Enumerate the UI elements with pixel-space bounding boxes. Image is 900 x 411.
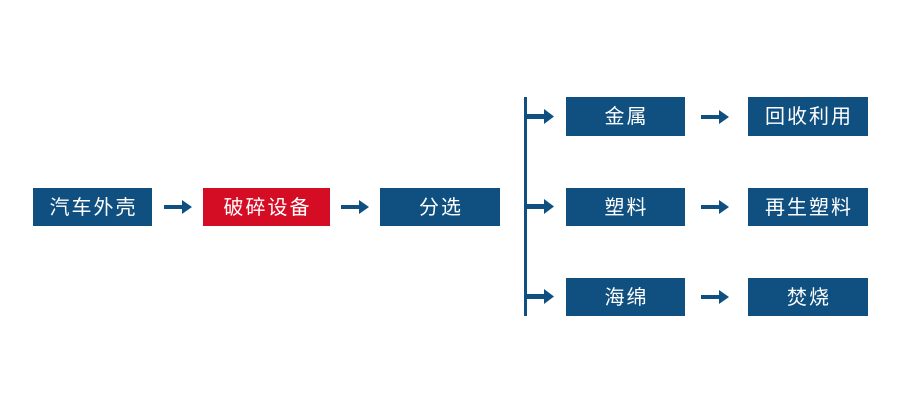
arrow-right-icon-sponge-outcome	[700, 286, 730, 308]
branch-arrow-right-icon-sponge	[527, 286, 555, 307]
node-plastic[interactable]: 塑料	[566, 188, 685, 226]
arrow-right-icon-2	[340, 196, 370, 218]
node-metal[interactable]: 金属	[566, 97, 685, 136]
vertical-branch-connector	[524, 97, 527, 316]
node-car-shell[interactable]: 汽车外壳	[33, 188, 152, 226]
node-crushing-equipment[interactable]: 破碎设备	[203, 188, 330, 226]
branch-arrow-right-icon-metal	[527, 106, 555, 127]
arrow-right-icon-plastic-outcome	[700, 196, 730, 218]
node-incineration[interactable]: 焚烧	[748, 278, 868, 316]
arrow-right-icon-1	[163, 196, 193, 218]
node-sponge[interactable]: 海绵	[566, 278, 685, 316]
node-regenerated-plastic[interactable]: 再生塑料	[748, 188, 868, 226]
arrow-right-icon-metal-outcome	[700, 106, 730, 128]
branch-arrow-right-icon-plastic	[527, 196, 555, 217]
node-recycle-reuse[interactable]: 回收利用	[748, 97, 868, 136]
node-sorting[interactable]: 分选	[380, 188, 500, 226]
